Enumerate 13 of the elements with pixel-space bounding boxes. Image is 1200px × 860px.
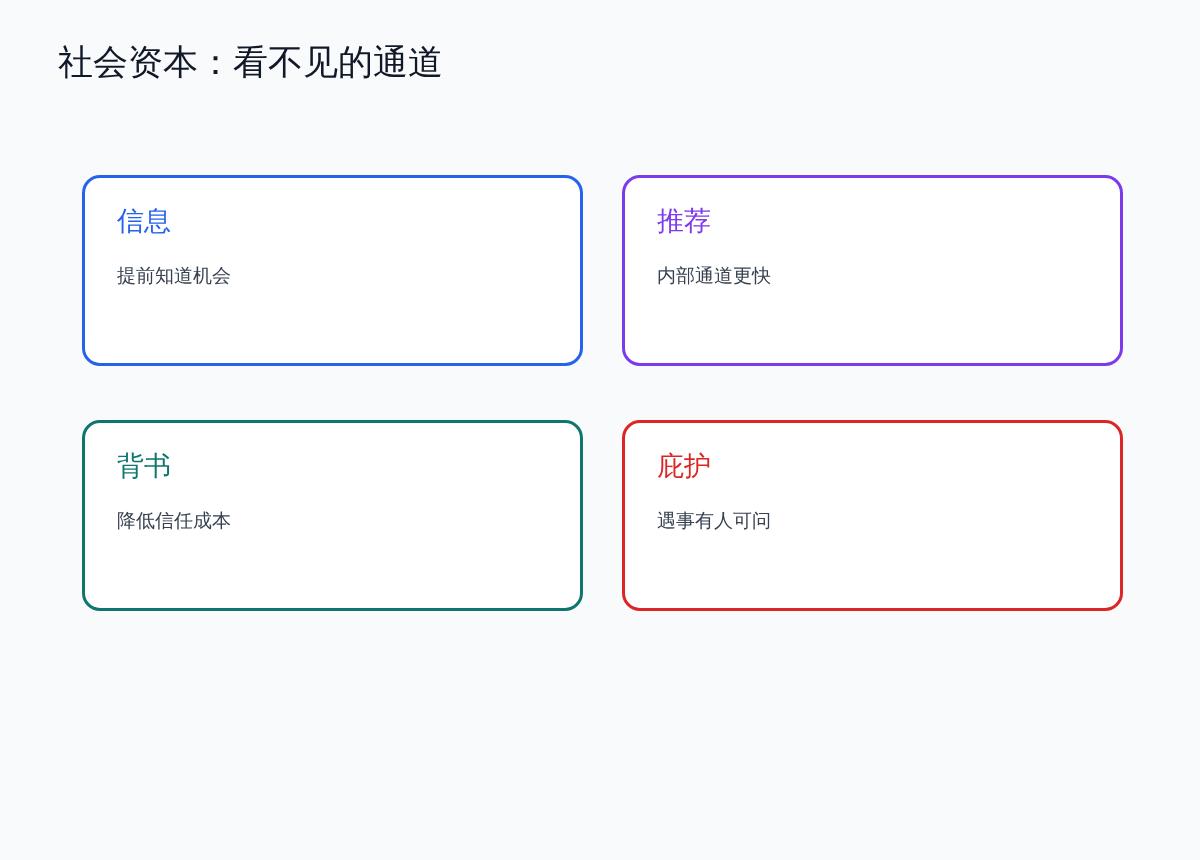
category-card	[82, 420, 583, 611]
card-heading: 信息	[117, 204, 171, 238]
card-description: 提前知道机会	[117, 263, 231, 288]
card-heading: 背书	[117, 449, 171, 483]
card-description: 降低信任成本	[117, 508, 231, 533]
card-description: 内部通道更快	[657, 263, 771, 288]
page-title: 社会资本：看不见的通道	[58, 41, 443, 84]
card-heading: 庇护	[657, 449, 711, 483]
category-card	[622, 175, 1123, 366]
card-heading: 推荐	[657, 204, 711, 238]
category-card	[622, 420, 1123, 611]
category-card	[82, 175, 583, 366]
card-description: 遇事有人可问	[657, 508, 771, 533]
